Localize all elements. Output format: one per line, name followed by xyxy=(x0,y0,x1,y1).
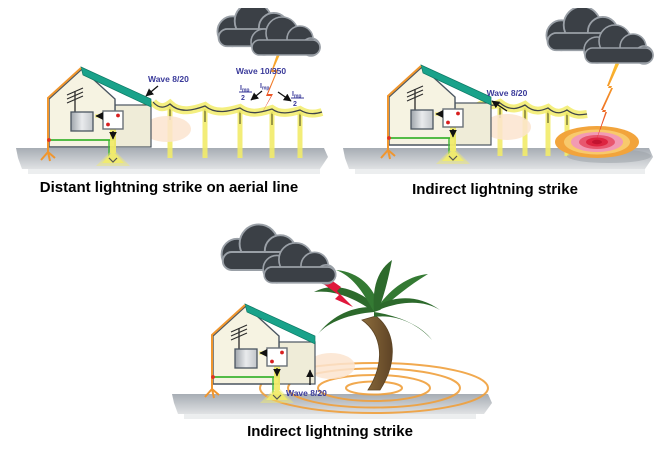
wave-arrow xyxy=(145,85,159,97)
current-split-arrow-right xyxy=(277,91,292,102)
caption-indirect-strike: Indirect lightning strike xyxy=(412,181,578,198)
ground-reflection xyxy=(184,414,476,419)
lightning-bolt-icon xyxy=(262,48,282,113)
ground-strike-target xyxy=(555,126,651,163)
label-wave-8-20: Wave 8/20 xyxy=(286,388,327,398)
wave-arrow xyxy=(491,100,508,112)
house-illustration xyxy=(205,304,355,403)
panel-distant-strike: Wave 8/20 Wave 10/350 Imp 2 Imp Imp 2 xyxy=(8,1,330,178)
i-subscript: mp xyxy=(242,88,250,94)
label-imp-center: Imp xyxy=(260,83,269,92)
label-wave-8-20: Wave 8/20 xyxy=(487,88,528,98)
label-wave-10-350: Wave 10/350 xyxy=(236,66,287,76)
palm-trunk xyxy=(361,315,393,391)
ground xyxy=(172,394,492,414)
i-symbol: I xyxy=(240,85,242,92)
aerial-line xyxy=(152,101,323,115)
caption-indirect-ground-strike: Indirect lightning strike xyxy=(247,423,413,440)
label-imp-half-left-num: Imp xyxy=(240,85,249,94)
i-symbol: I xyxy=(292,91,294,98)
ground-ripples xyxy=(259,362,489,414)
i-subscript: mp xyxy=(294,94,302,100)
label-imp-half-left-den: 2 xyxy=(241,95,245,102)
ground-reflection xyxy=(355,169,645,174)
i-symbol: I xyxy=(260,83,262,90)
label-wave-8-20: Wave 8/20 xyxy=(148,74,189,84)
caption-distant-strike: Distant lightning strike on aerial line xyxy=(39,179,299,196)
label-imp-half-right-num: Imp xyxy=(292,91,301,100)
label-imp-half-right-den: 2 xyxy=(293,101,297,108)
lightning-bolt-icon xyxy=(310,266,353,307)
ground xyxy=(16,148,328,169)
palm-fronds xyxy=(314,260,440,340)
palm-tree xyxy=(314,260,440,391)
current-split-arrow-left xyxy=(250,90,263,101)
ground-reflection xyxy=(28,169,320,174)
panel-indirect-ground-strike: Wave 8/20 xyxy=(160,222,500,422)
i-subscript: mp xyxy=(262,86,270,92)
panel-indirect-strike: Wave 8/20 xyxy=(335,5,655,178)
